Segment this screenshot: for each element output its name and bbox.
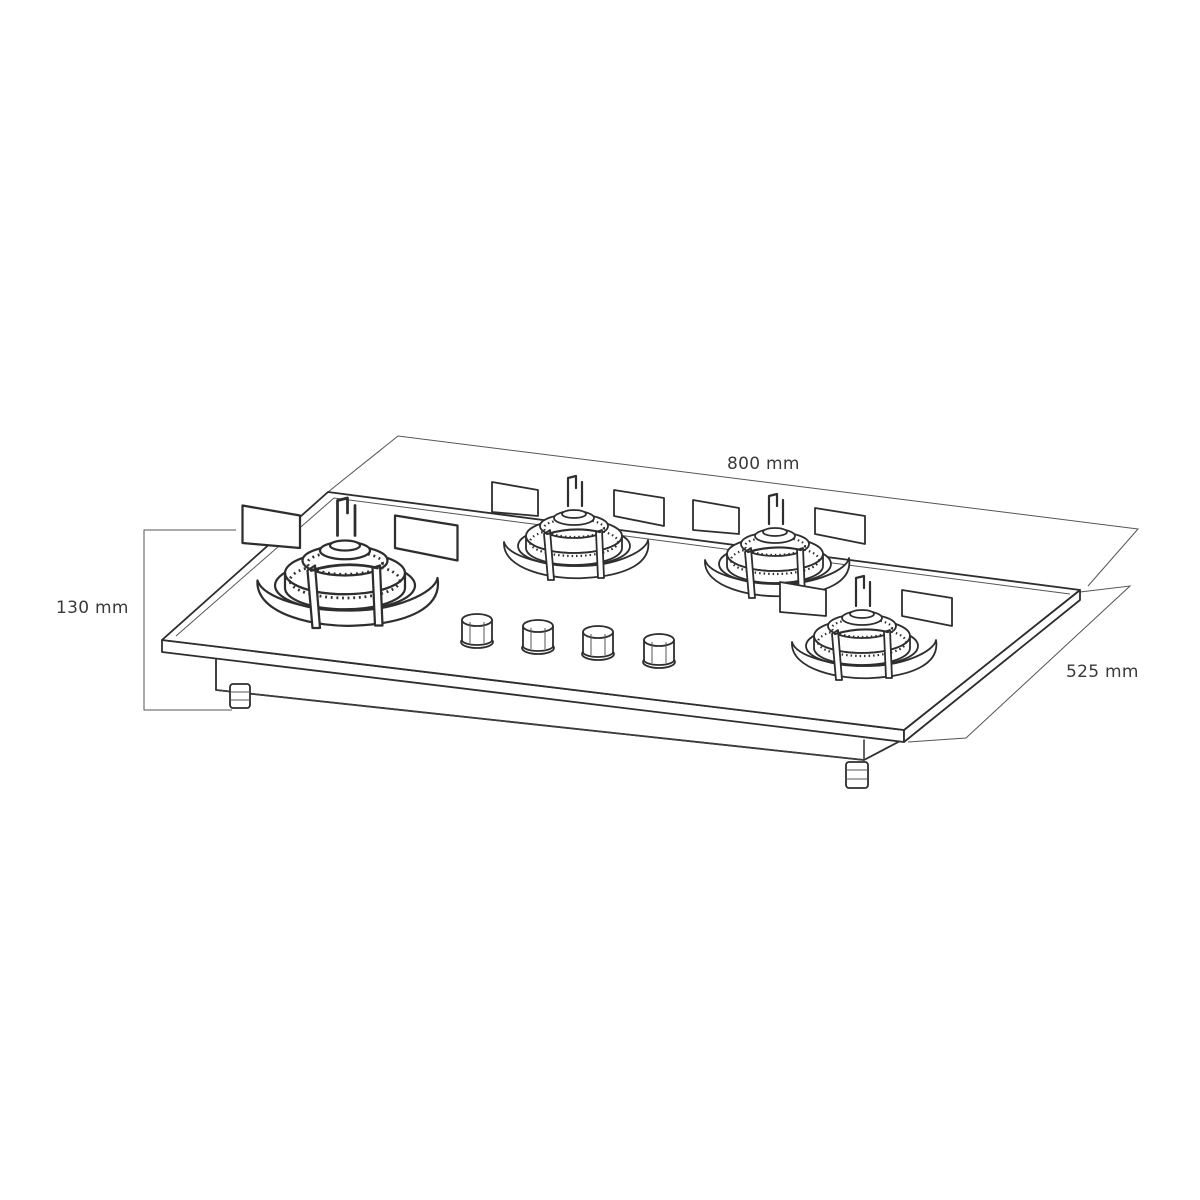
burner-4	[779, 574, 953, 681]
front-right-foot	[845, 761, 869, 789]
depth-label: 525 mm	[1066, 662, 1139, 682]
burner-2	[491, 474, 665, 581]
width-dimension-guide	[327, 435, 1139, 587]
depth-dimension-guide	[907, 585, 1132, 743]
height-dimension-guide	[143, 529, 236, 711]
knob-3[interactable]	[581, 625, 615, 661]
knob-4[interactable]	[642, 633, 676, 669]
front-left-foot	[229, 683, 251, 709]
height-label: 130 mm	[56, 598, 129, 618]
width-label: 800 mm	[727, 454, 800, 474]
burner-1	[241, 496, 459, 630]
knob-1[interactable]	[460, 613, 494, 649]
burners	[241, 474, 953, 681]
knob-2[interactable]	[521, 619, 555, 655]
control-knobs	[460, 613, 676, 669]
